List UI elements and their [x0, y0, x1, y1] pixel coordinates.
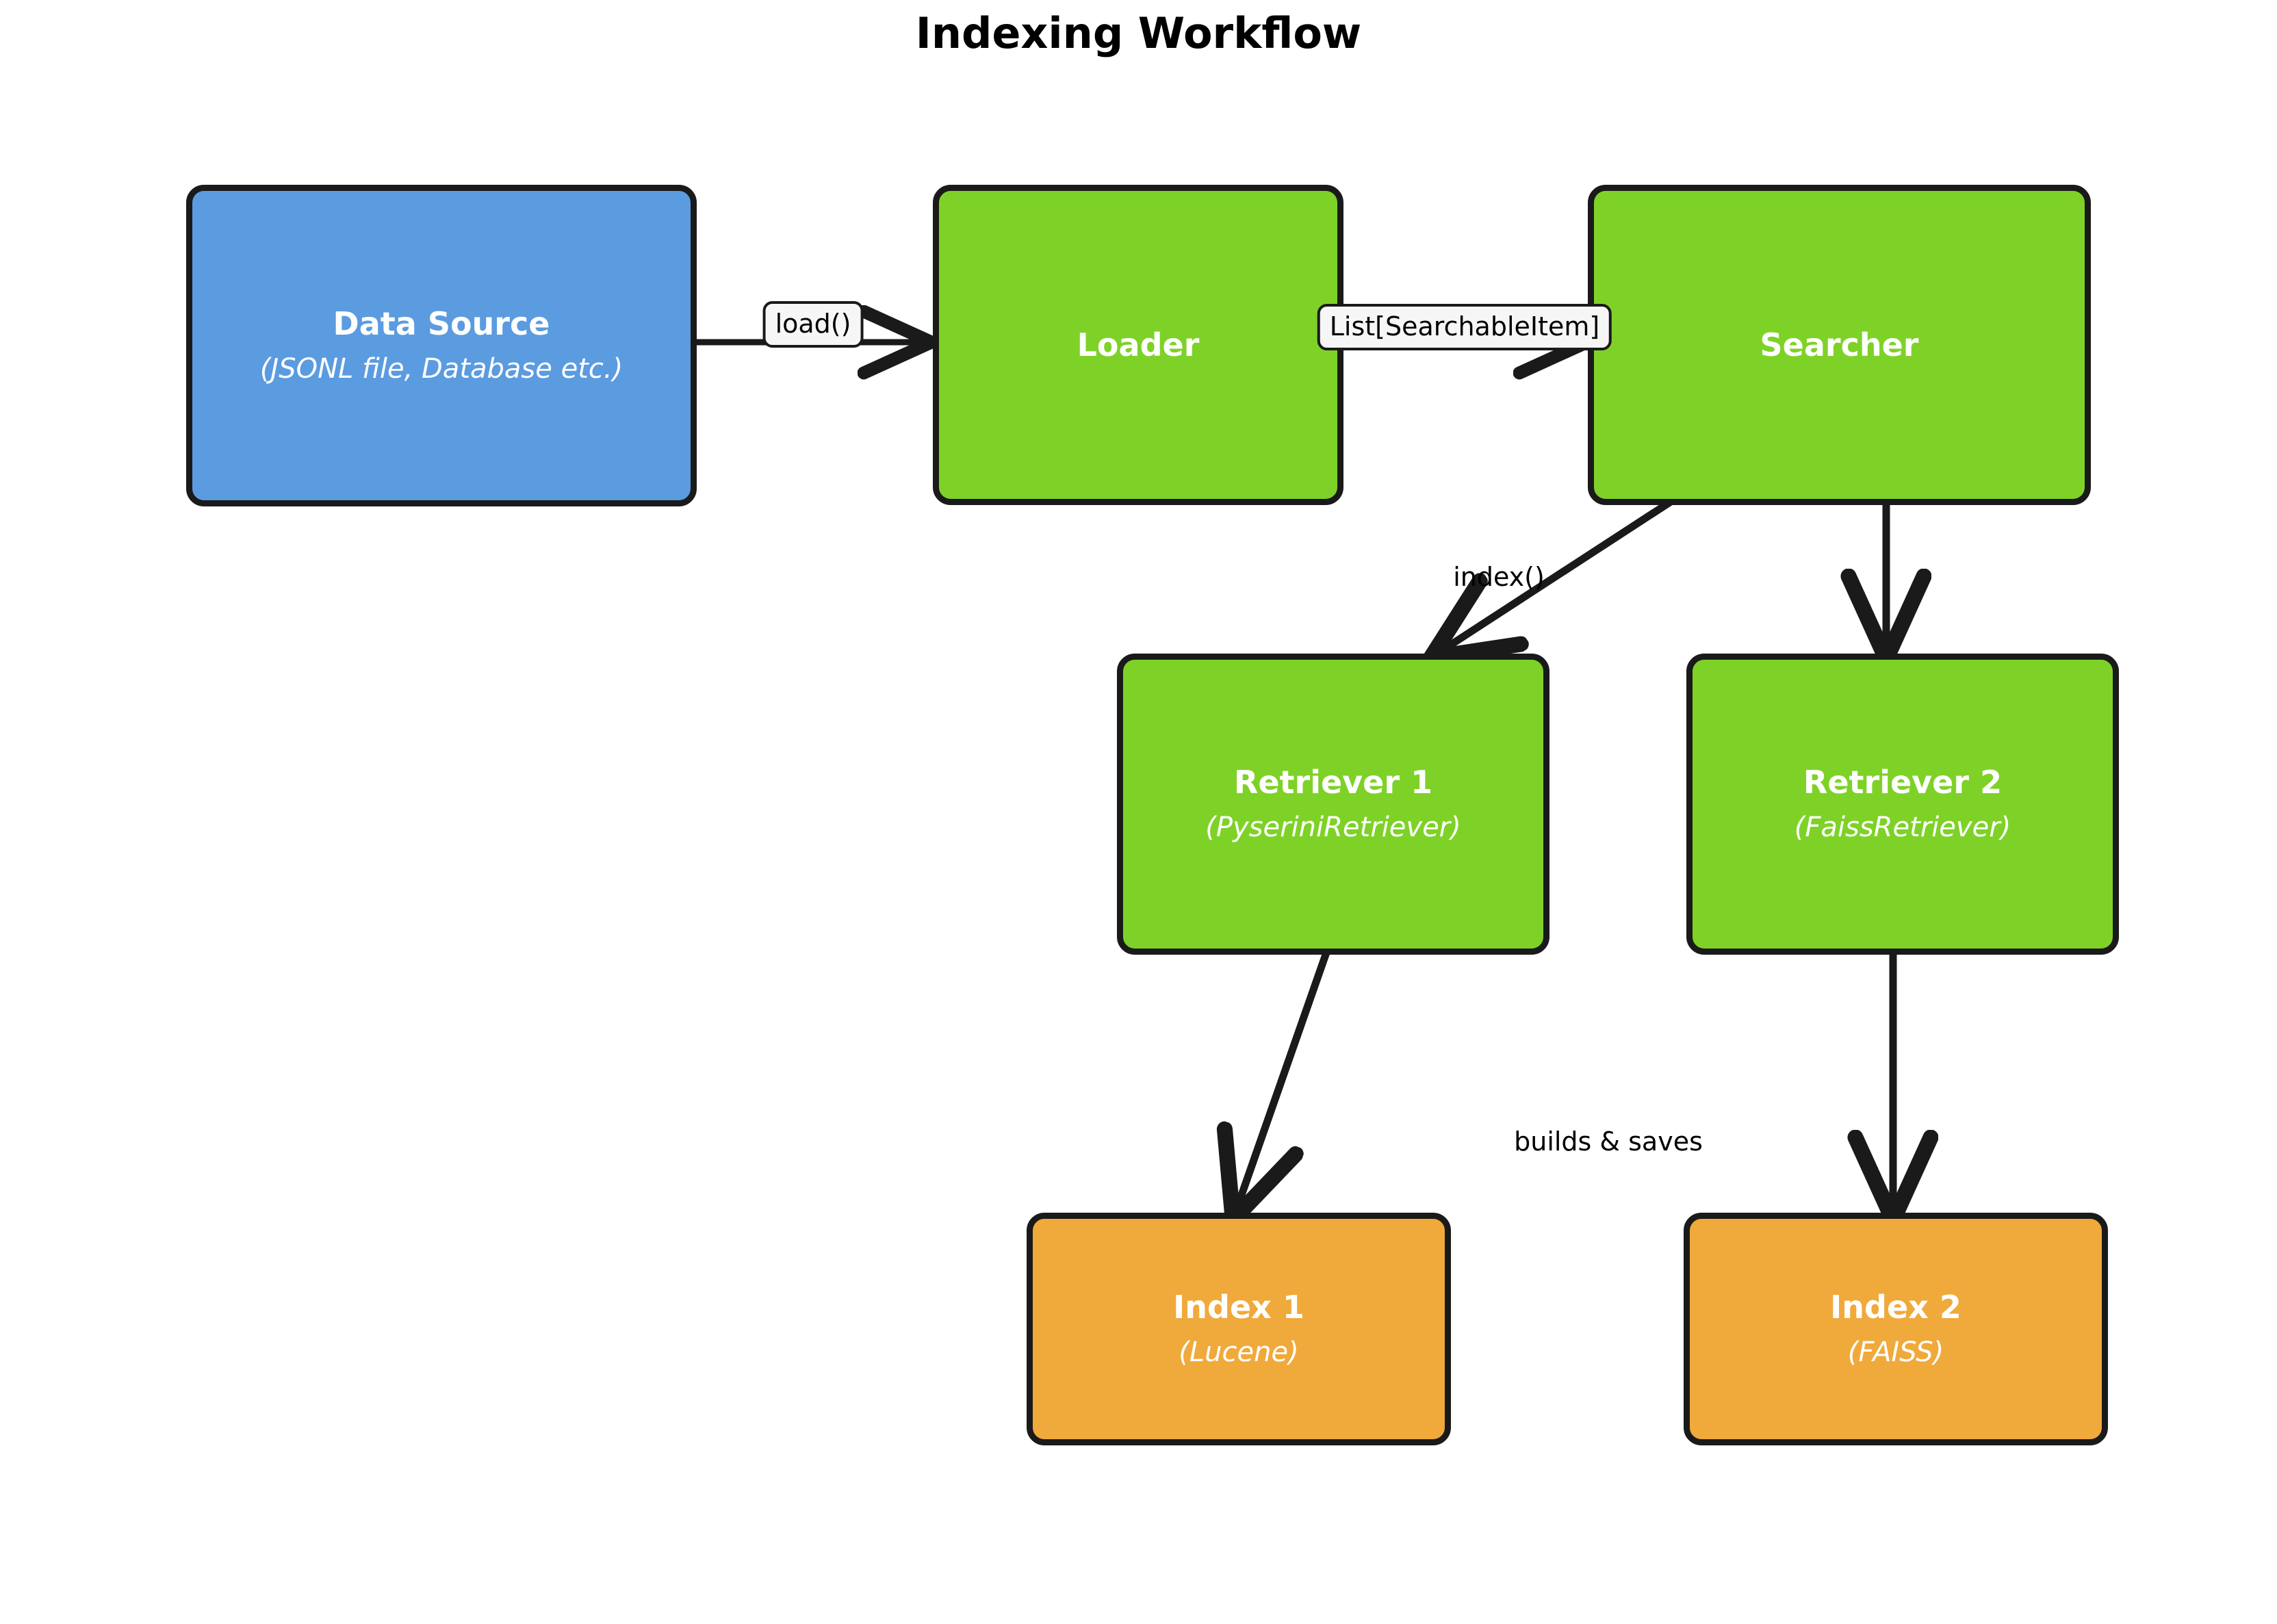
edge-label-load: load() [762, 301, 864, 348]
node-retriever-1[interactable]: Retriever 1 (PyseriniRetriever) [1117, 654, 1549, 955]
node-index-1[interactable]: Index 1 (Lucene) [1027, 1213, 1451, 1445]
edge-retriever-1-to-index-1 [1235, 951, 1330, 1213]
node-loader-title: Loader [1077, 326, 1200, 363]
node-loader[interactable]: Loader [933, 185, 1343, 505]
node-searcher-title: Searcher [1760, 326, 1919, 363]
edge-label-list-searchable-item: List[SearchableItem] [1317, 304, 1612, 350]
node-index-2-title: Index 2 [1830, 1288, 1961, 1326]
node-retriever-2-subtitle: (FaissRetriever) [1794, 812, 2011, 844]
node-index-1-subtitle: (Lucene) [1179, 1337, 1299, 1369]
node-data-source-title: Data Source [333, 305, 550, 342]
node-index-2[interactable]: Index 2 (FAISS) [1684, 1213, 2108, 1445]
node-retriever-2[interactable]: Retriever 2 (FaissRetriever) [1686, 654, 2119, 955]
node-index-1-title: Index 1 [1173, 1288, 1304, 1326]
page-title: Indexing Workflow [915, 8, 1362, 58]
node-searcher[interactable]: Searcher [1588, 185, 2091, 505]
node-retriever-2-title: Retriever 2 [1803, 763, 2003, 801]
node-data-source-subtitle: (JSONL file, Database etc.) [259, 353, 623, 385]
node-data-source[interactable]: Data Source (JSONL file, Database etc.) [186, 185, 697, 506]
edge-label-index: index() [1453, 562, 1545, 592]
node-retriever-1-title: Retriever 1 [1233, 763, 1433, 801]
node-retriever-1-subtitle: (PyseriniRetriever) [1205, 812, 1461, 844]
edge-label-builds-and-saves: builds & saves [1514, 1126, 1703, 1157]
node-index-2-subtitle: (FAISS) [1847, 1337, 1944, 1369]
